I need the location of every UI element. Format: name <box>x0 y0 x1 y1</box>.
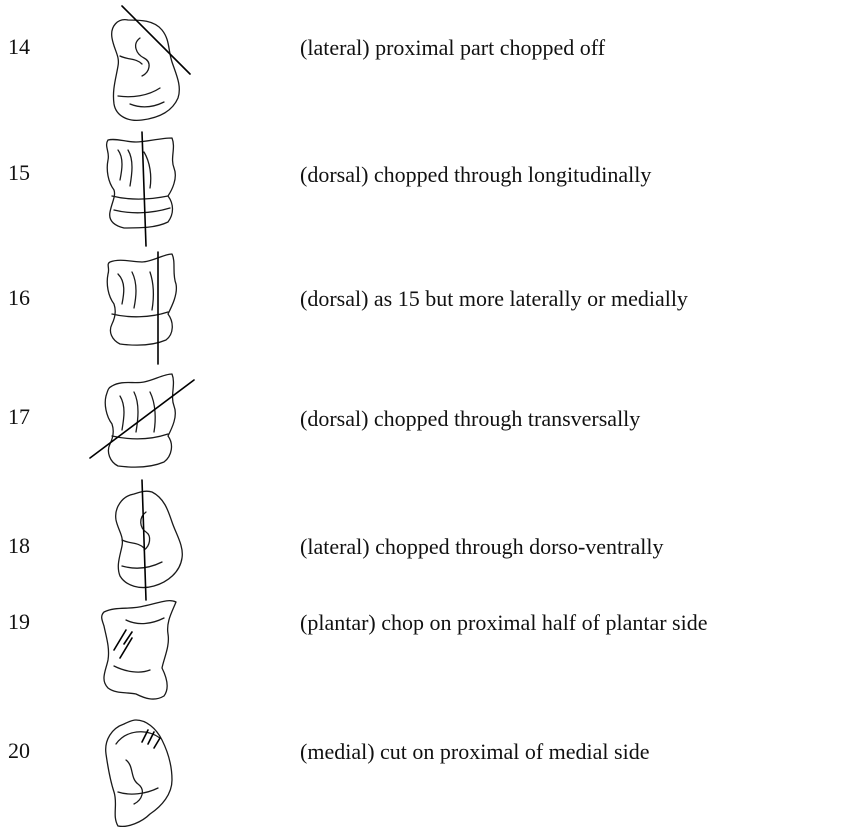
entry-number: 15 <box>8 162 30 184</box>
bone-sketch-column <box>80 0 848 831</box>
bone-sketch-15 <box>107 132 176 246</box>
entry-number: 20 <box>8 740 30 762</box>
bone-sketch-19 <box>102 601 176 699</box>
entry-number: 14 <box>8 36 30 58</box>
bone-sketch-20 <box>106 720 172 826</box>
entry-number: 18 <box>8 535 30 557</box>
bone-sketch-17 <box>90 374 194 467</box>
entry-number: 16 <box>8 287 30 309</box>
bone-sketch-16 <box>107 252 176 364</box>
bone-sketch-14 <box>112 6 190 120</box>
entry-number: 19 <box>8 611 30 633</box>
bone-sketch-18 <box>116 480 183 600</box>
entry-number: 17 <box>8 406 30 428</box>
